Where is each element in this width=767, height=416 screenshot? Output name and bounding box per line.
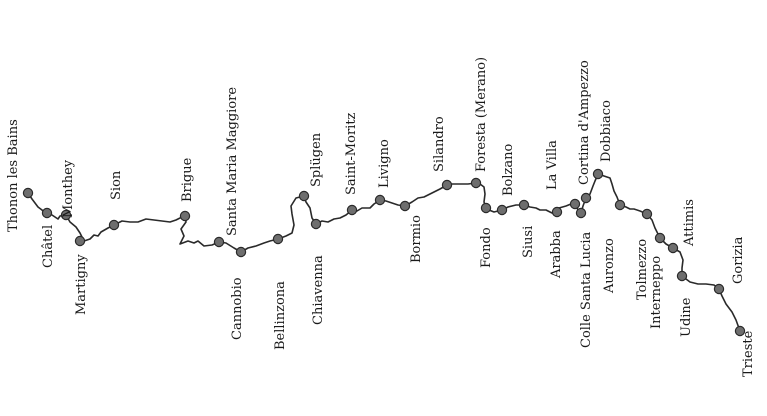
stop-label-la-villa: La Villa [545, 140, 560, 190]
stop-marker-interneppo [654, 232, 666, 244]
stop-label-interneppo: Interneppo [649, 256, 664, 329]
stop-label-udine: Udine [679, 297, 694, 337]
stop-marker-chatel [41, 207, 53, 219]
stop-label-foresta-merano: Foresta (Merano) [474, 57, 489, 172]
stop-label-gorizia: Gorizia [731, 236, 746, 284]
stop-marker-brigue [179, 210, 191, 222]
stop-label-siusi: Siusi [521, 226, 536, 258]
stop-marker-cortina-d-ampezzo [580, 192, 592, 204]
stop-marker-sion [108, 219, 120, 231]
stop-marker-livigno [374, 194, 386, 206]
stop-marker-siusi [518, 199, 530, 211]
stop-marker-udine [676, 270, 688, 282]
stop-marker-thonon-les-bains [22, 187, 34, 199]
stop-marker-martigny [74, 235, 86, 247]
stop-label-colle-santa-lucia: Colle Santa Lucia [579, 232, 594, 348]
stop-label-livigno: Livigno [377, 139, 392, 188]
stop-label-cannobio: Cannobio [230, 277, 245, 340]
stop-label-martigny: Martigny [74, 254, 89, 315]
stop-marker-cannobio [235, 246, 247, 258]
stop-label-attimis: Attimis [682, 199, 697, 247]
stop-marker-saint-moritz [346, 204, 358, 216]
stop-label-tolmezzo: Tolmezzo [635, 239, 650, 300]
stop-marker-trieste [734, 325, 746, 337]
stop-label-bellinzona: Bellinzona [273, 281, 288, 350]
stop-marker-gorizia [713, 283, 725, 295]
stop-marker-colle-santa-lucia [575, 207, 587, 219]
stop-marker-fondo [480, 202, 492, 214]
stop-marker-auronzo [614, 199, 626, 211]
stop-label-trieste: Trieste [741, 330, 756, 377]
stop-label-auronzo: Auronzo [602, 238, 617, 294]
stop-label-santa-maria-maggiore: Santa Maria Maggiore [225, 87, 240, 236]
stop-marker-la-villa [569, 198, 581, 210]
stop-label-cortina-d-ampezzo: Cortina d'Ampezzo [577, 60, 592, 185]
stop-label-splugen: Splügen [309, 132, 324, 187]
stop-label-bolzano: Bolzano [501, 143, 516, 196]
stop-label-fondo: Fondo [479, 227, 494, 268]
stop-marker-bolzano [496, 204, 508, 216]
stop-label-chatel: Châtel [41, 225, 56, 268]
stop-label-silandro: Silandro [432, 116, 447, 172]
stop-label-dobbiaco: Dobbiaco [599, 100, 614, 162]
stop-marker-santa-maria-maggiore [213, 236, 225, 248]
stop-label-chiavenna: Chiavenna [311, 255, 326, 325]
stop-marker-arabba [551, 206, 563, 218]
stop-marker-attimis [667, 242, 679, 254]
stop-label-thonon-les-bains: Thonon les Bains [6, 119, 21, 232]
stop-marker-silandro [441, 179, 453, 191]
stop-marker-splugen [298, 190, 310, 202]
stop-marker-tolmezzo [641, 208, 653, 220]
stop-label-arabba: Arabba [549, 230, 564, 279]
stop-marker-monthey [60, 209, 72, 221]
stop-label-sion: Sion [109, 170, 124, 200]
stop-marker-bellinzona [272, 233, 284, 245]
stop-marker-foresta-merano [470, 177, 482, 189]
stop-marker-bormio [399, 200, 411, 212]
stop-label-brigue: Brigue [180, 157, 195, 202]
stop-marker-dobbiaco [592, 168, 604, 180]
stop-label-saint-moritz: Saint-Moritz [344, 112, 359, 195]
stop-label-bormio: Bormio [409, 215, 424, 263]
stop-label-monthey: Monthey [61, 159, 76, 218]
stop-marker-chiavenna [310, 218, 322, 230]
